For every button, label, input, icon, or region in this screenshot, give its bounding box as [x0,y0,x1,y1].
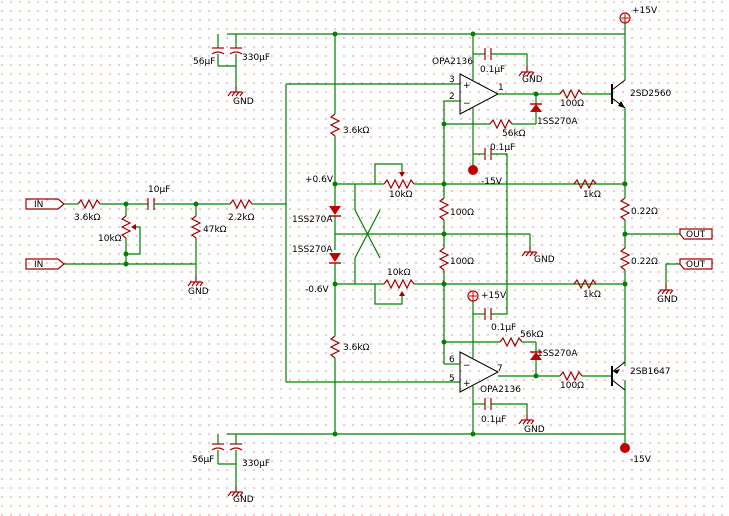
upper-r-base-label: 100Ω [560,99,584,109]
bias-r-mid-bot-label: 100Ω [450,257,474,267]
upper-pin3-label: 3 [449,75,455,85]
upper-r-fb-label: 56kΩ [502,129,526,139]
lower-r-fb-label: 56kΩ [520,330,544,340]
r-series-label: 2.2kΩ [228,213,255,223]
bias-r-top-label: 3.6kΩ [343,126,370,136]
output-network [619,181,680,366]
upper-r-fb2-label: 1kΩ [583,190,601,200]
v-neg-label: -0.6V [305,285,330,295]
v-pos-label: +0.6V [305,175,334,185]
upper-pin2-label: 2 [449,92,455,102]
out-lower-label: OUT [686,260,706,270]
upper-opamp: + − [441,34,612,234]
upper-gnd-label: GND [522,75,543,85]
r-in-label: 3.6kΩ [74,213,101,223]
lower-gnd-label: GND [524,425,545,435]
lower-pos-supply-label: +15V [481,291,507,301]
bot-cap-gnd-label: GND [233,495,254,505]
input-wiring [64,198,286,287]
upper-decoup-top-label: 0.1μF [480,65,505,75]
upper-transistor-label: 2SD2560 [630,89,672,99]
top-cap1-label: 56μF [193,57,215,67]
upper-r-emitter-label: 0.22Ω [631,207,658,217]
bias-r-mid-top-label: 100Ω [450,208,474,218]
lower-r-emitter-label: 0.22Ω [631,257,658,267]
bot-cap1-label: 56μF [192,455,214,465]
svg-text:+: + [463,81,471,91]
in-lower-label: IN [34,260,43,270]
output-gnd-label: GND [657,295,678,305]
svg-text:+: + [463,379,471,389]
lower-r-fb2 [573,278,597,290]
r-shunt-label: 47kΩ [203,225,227,235]
top-cap-gnd-label: GND [233,97,254,107]
in-pot-label: 10kΩ [98,234,122,244]
lower-decoup-top-label: 0.1μF [491,323,516,333]
lower-transistor-label: 2SB1647 [630,367,671,377]
lower-r-fb2-label: 1kΩ [583,290,601,300]
output-port-upper[interactable] [679,228,713,240]
lower-r-base-label: 100Ω [560,381,584,391]
bias-gnd-label: GND [534,255,555,265]
bias-pot-top-label: 10kΩ [389,190,413,200]
lower-transistor [611,361,626,391]
lower-opamp-label: OPA2136 [480,385,521,395]
lower-pin6-label: 6 [449,355,455,365]
in-upper-label: IN [34,200,43,210]
svg-text:−: − [463,99,471,109]
lower-opamp: − + [441,234,612,434]
output-port-lower[interactable] [679,258,713,270]
c-in-label: 10μF [148,185,170,195]
bias-pot-bot-label: 10kΩ [387,268,411,278]
upper-pin1-label: 1 [498,83,504,93]
upper-neg-supply-label: -15V [481,177,503,187]
top-cap2-label: 330μF [242,53,270,63]
bot-cap2-label: 330μF [242,459,270,469]
out-upper-label: OUT [686,230,706,240]
upper-opamp-label: OPA2136 [432,57,473,67]
lower-decoup-bot-label: 0.1μF [481,415,506,425]
bias-r-bot-label: 3.6kΩ [343,343,370,353]
upper-decoup-bot-label: 0.1μF [490,143,515,153]
neg-rail-label: -15V [630,455,652,465]
input-bus [285,83,460,383]
bias-d-bot-label: 1SS270A [292,245,333,255]
lower-pin7-label: 7 [497,364,503,374]
input-gnd-label: GND [188,287,209,297]
upper-diode-label: 1SS270A [537,117,578,127]
upper-r-fb2 [573,178,597,190]
lower-diode-label: 1SS270A [537,349,578,359]
top-supply-caps [211,34,244,97]
input-port-lower[interactable] [25,258,65,270]
pos-rail-label: +15V [632,6,658,16]
input-port-upper[interactable] [25,198,65,210]
svg-text:−: − [463,361,471,371]
bottom-supply-caps [211,434,244,497]
lower-pin5-label: 5 [449,374,455,384]
bias-d-top-label: 1SS270A [292,215,333,225]
